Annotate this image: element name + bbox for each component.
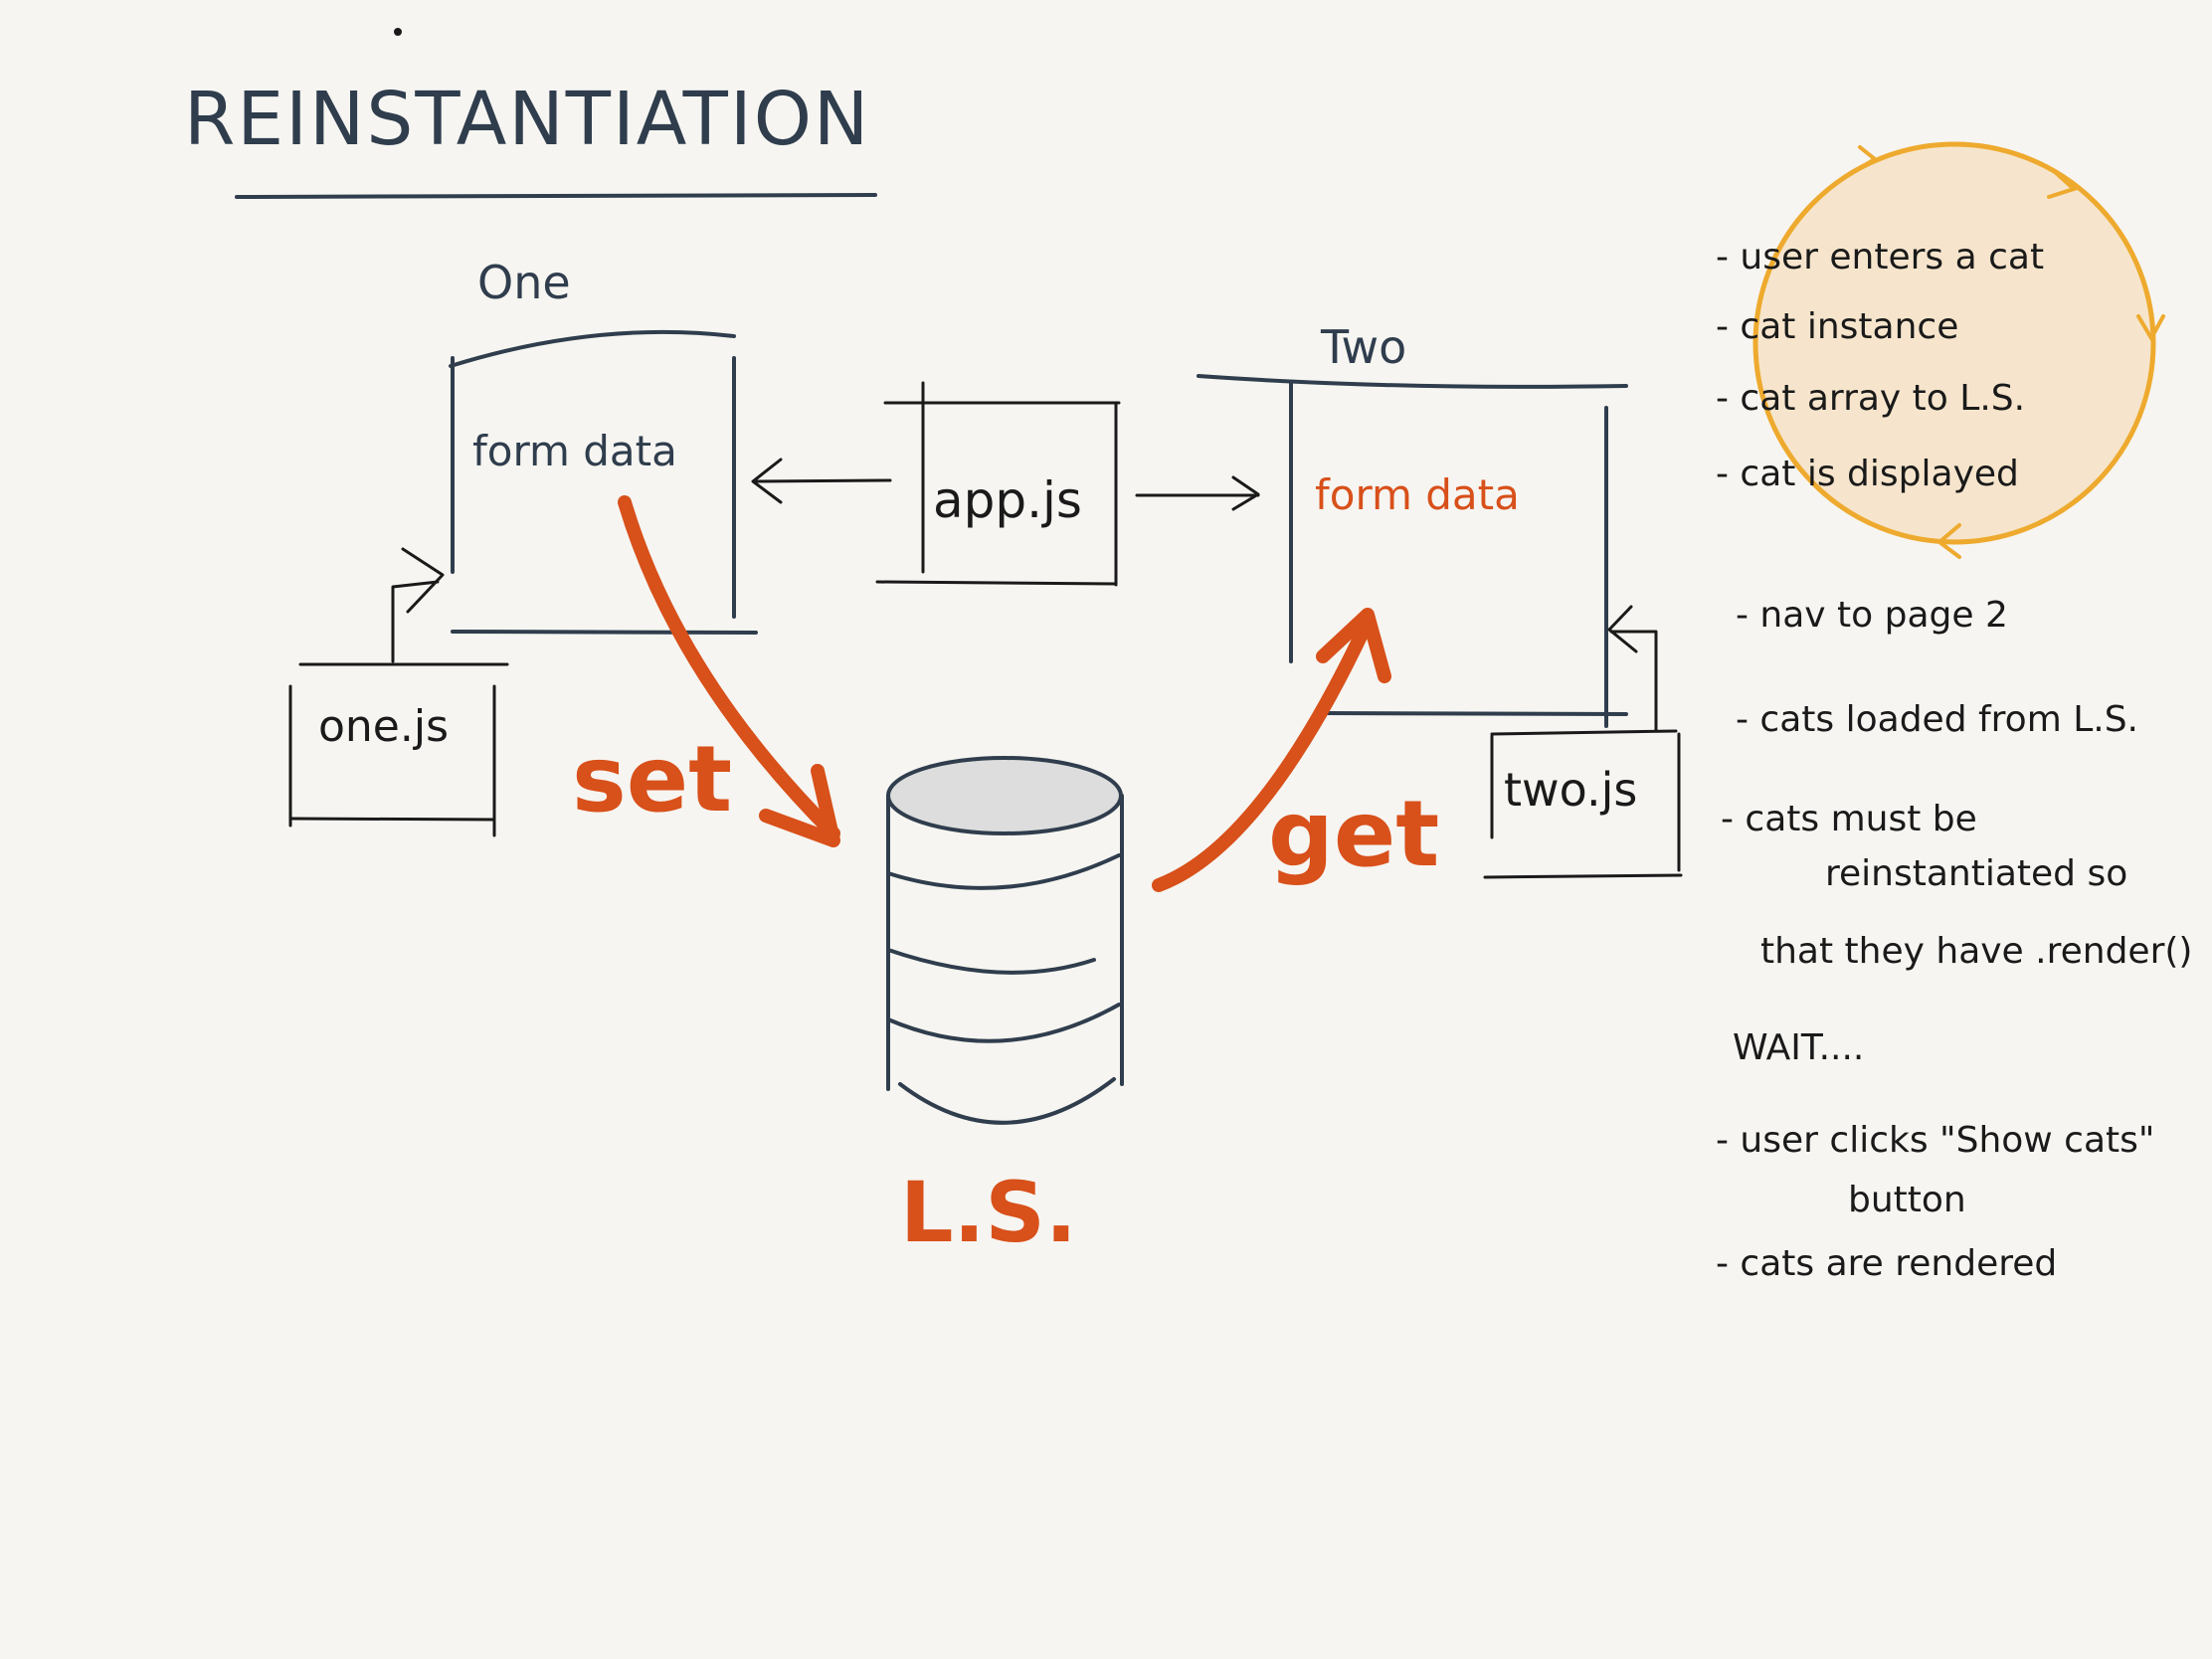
note-cats-must-be: - cats must be	[1721, 799, 1977, 839]
note-cats-rendered: - cats are rendered	[1716, 1243, 2057, 1284]
note-wait: WAIT....	[1733, 1027, 1864, 1068]
app-js-box: app.js	[751, 381, 1260, 587]
two-js-arrowhead	[1607, 605, 1638, 653]
page-title: REINSTANTIATION	[184, 77, 870, 162]
page-one-content: form data	[472, 427, 677, 475]
local-storage-cylinder: L.S.	[886, 756, 1124, 1261]
page-two: Two form data	[1197, 320, 1628, 728]
set-label: set	[572, 726, 732, 832]
note-button: button	[1848, 1180, 1966, 1220]
page-one-top	[449, 329, 736, 368]
two-js-bottom	[1483, 873, 1683, 879]
note-cat-array: - cat array to L.S.	[1716, 378, 2025, 419]
note-render: that they have .render()	[1760, 931, 2192, 972]
stray-dot	[394, 28, 402, 36]
one-js-link	[391, 580, 440, 663]
page-two-top	[1197, 374, 1628, 389]
highlighted-notes: - user enters a cat - cat instance - cat…	[1716, 237, 2044, 494]
set-arrow: set	[572, 495, 840, 847]
cylinder-top	[886, 756, 1123, 835]
two-js-top	[1490, 729, 1678, 736]
two-js-link	[1609, 630, 1658, 733]
page-two-notes: - nav to page 2 - cats loaded from L.S. …	[1721, 595, 2192, 972]
page-one-label: One	[477, 256, 571, 309]
cylinder-ring-2	[886, 948, 1096, 975]
note-reinstantiated-so: reinstantiated so	[1825, 853, 2127, 894]
app-js-label: app.js	[933, 471, 1082, 529]
get-label: get	[1268, 781, 1439, 887]
page-one-bottom	[451, 630, 758, 635]
arrow-app-to-two-head	[1231, 475, 1260, 511]
one-js-bottom	[288, 817, 496, 822]
highlight-circle	[1752, 141, 2165, 559]
note-user-clicks: - user clicks "Show cats"	[1716, 1120, 2154, 1161]
final-notes: - user clicks "Show cats" button - cats …	[1716, 1120, 2154, 1284]
note-nav-page-2: - nav to page 2	[1736, 595, 2008, 636]
note-cats-loaded: - cats loaded from L.S.	[1736, 699, 2138, 740]
set-arrow-shaft	[618, 495, 840, 840]
cylinder-ring-3	[886, 1003, 1121, 1043]
page-one: One form data	[449, 256, 758, 635]
storage-label: L.S.	[900, 1164, 1077, 1261]
page-two-bottom	[1321, 711, 1628, 716]
get-arrow-shaft	[1152, 615, 1375, 892]
arrow-app-to-one-head	[751, 458, 783, 504]
cylinder-bottom	[898, 1077, 1116, 1125]
title-underline	[235, 193, 877, 199]
app-js-bottom	[875, 580, 1118, 586]
one-js-label: one.js	[318, 701, 449, 752]
cycle-arrow-2	[2047, 169, 2078, 199]
cylinder-ring-1	[886, 853, 1121, 890]
note-cat-instance: - cat instance	[1716, 306, 1958, 347]
note-user-enters-cat: - user enters a cat	[1716, 237, 2044, 277]
note-cat-displayed: - cat is displayed	[1716, 454, 2019, 494]
cycle-arrow-1	[1853, 145, 1879, 173]
highlight-circle-shape	[1752, 141, 2156, 545]
one-js-box: one.js	[288, 547, 509, 837]
page-two-content: form data	[1315, 470, 1520, 519]
set-arrow-head	[759, 764, 840, 847]
page-two-label: Two	[1320, 320, 1406, 374]
two-js-label: two.js	[1504, 763, 1637, 817]
one-js-arrowhead	[401, 547, 445, 614]
arrow-app-to-one	[754, 478, 892, 483]
two-js-box: two.js	[1483, 605, 1683, 879]
cycle-arrow-3	[2136, 314, 2165, 343]
cycle-arrow-4	[1936, 523, 1961, 559]
get-arrow-head	[1316, 608, 1391, 683]
get-arrow: get	[1152, 608, 1439, 892]
